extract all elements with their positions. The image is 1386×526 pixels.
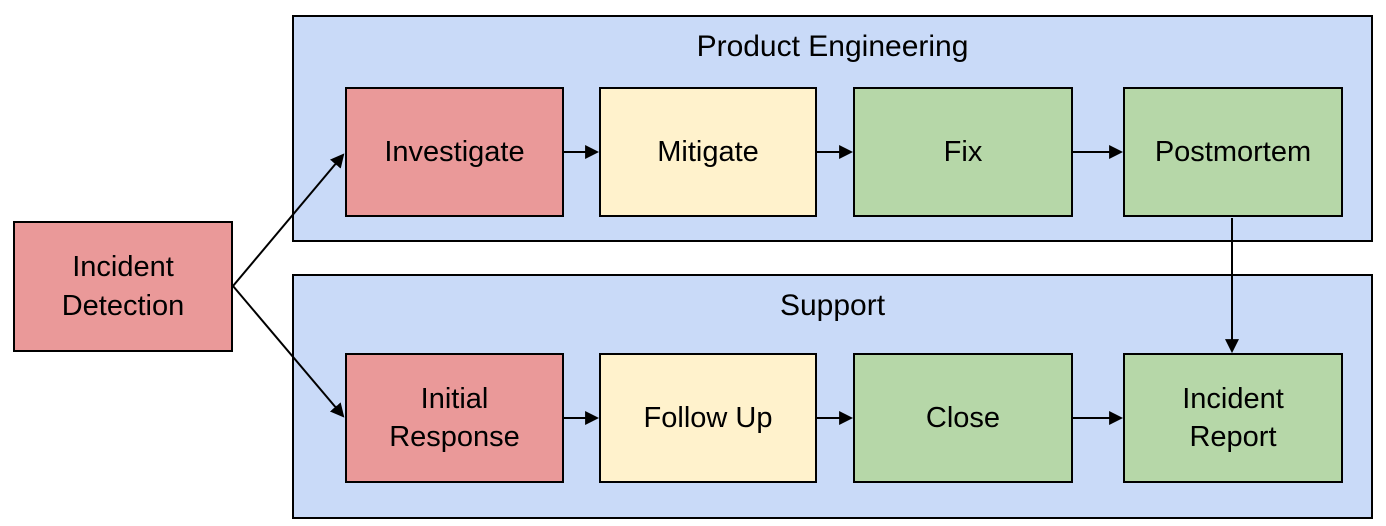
lane-title-support: Support	[779, 289, 886, 322]
step-fix: Fix	[853, 87, 1073, 217]
step-investigate: Investigate	[345, 87, 564, 217]
step-close: Close	[853, 353, 1073, 483]
lane-title-product-engineering: Product Engineering	[696, 30, 969, 63]
step-follow-up: Follow Up	[599, 353, 817, 483]
step-initial-response: Initial Response	[345, 353, 564, 483]
step-label: Investigate	[384, 135, 525, 168]
step-label: Postmortem	[1154, 135, 1312, 168]
step-incident-detection: Incident Detection	[13, 221, 233, 352]
step-label: Incident Detection	[61, 251, 185, 322]
step-incident-report: Incident Report	[1123, 353, 1343, 483]
arrow-detection-to-investigate	[232, 153, 345, 287]
step-mitigate: Mitigate	[599, 87, 817, 217]
step-label: Close	[925, 401, 1001, 434]
step-postmortem: Postmortem	[1123, 87, 1343, 217]
step-label: Fix	[943, 135, 983, 168]
step-label: Incident Report	[1182, 382, 1284, 453]
arrow-detection-to-initial-response	[232, 285, 345, 418]
step-label: Initial Response	[389, 382, 520, 453]
step-label: Follow Up	[643, 401, 773, 434]
step-label: Mitigate	[657, 135, 759, 168]
